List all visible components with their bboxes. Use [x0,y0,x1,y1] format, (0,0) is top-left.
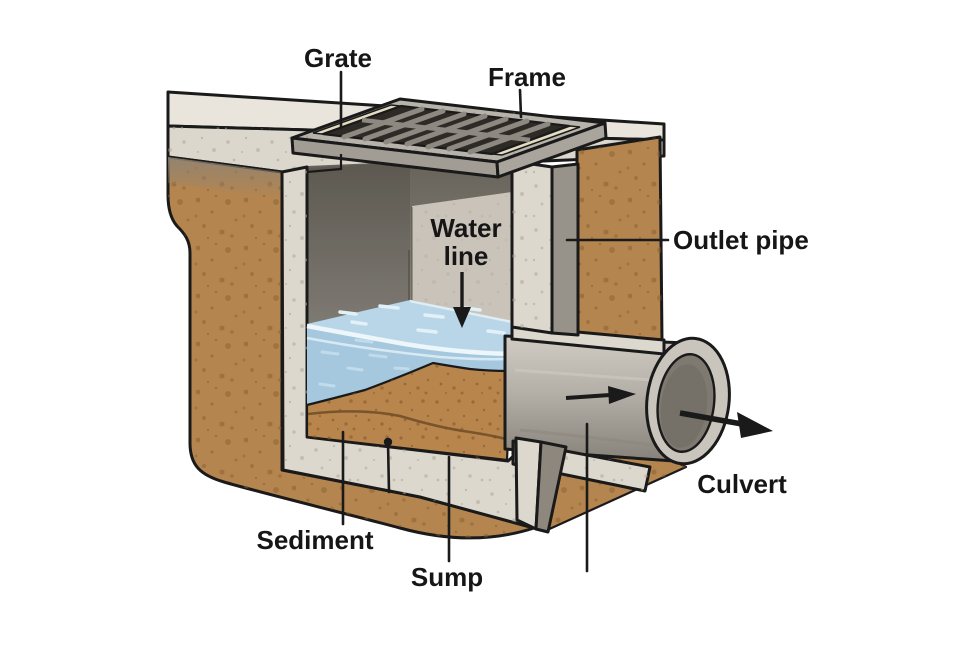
wall-top-step [306,154,343,174]
label-sump: Sump [411,562,483,592]
frame-right-face [495,121,608,179]
interior-left-wall-shadow [307,162,410,332]
label-sediment: Sediment [256,525,373,555]
grate-center-rib [361,117,531,143]
waterline-highlight [306,323,513,357]
sediment-strata-line [307,410,511,442]
label-frame: Frame [488,62,566,92]
right-wall-side-face [550,162,580,337]
annotations [339,70,773,573]
flow-arrow-outlet [679,410,773,438]
pipe-hole-shadow [660,364,708,448]
flow-arrow-inside-pipe [565,386,636,404]
labels: Grate Frame Water line Outlet pipe Culve… [256,43,808,592]
frame-leader [518,88,523,119]
soil-left [166,155,536,540]
back-wall-speckles [412,192,512,322]
sediment-dot-leader [383,437,393,494]
label-water: Water [430,213,501,243]
label-culvert: Culvert [697,469,787,499]
soil-left-speckles [168,157,534,538]
arrow-head-right [608,386,636,404]
leader-dot [383,437,393,447]
pipe-shading-streak [519,428,661,448]
sediment-speckles [307,363,511,460]
water-line-arrow [453,272,471,328]
water-face-ripples [318,338,410,388]
right-wall-side-lower [534,440,568,534]
arrow-head-outlet [737,412,773,438]
grate-seat-right [492,125,581,156]
sediment-layer [305,361,513,462]
label-outlet-pipe: Outlet pipe [673,225,809,255]
soil-top-shading [168,157,282,198]
grate-bars [341,106,551,155]
waterline-highlight-2 [306,336,511,361]
label-water-line: line [444,241,489,271]
label-grate: Grate [304,43,372,73]
concrete-cut-speckles [282,167,539,528]
culvert-pipe [503,334,731,466]
grate-seat-left [312,104,401,135]
right-wall [510,159,580,534]
frame-and-grate [290,97,608,179]
arrow-head-down [453,307,471,328]
right-wall-speckles [512,161,552,333]
water-front-face [307,324,512,405]
